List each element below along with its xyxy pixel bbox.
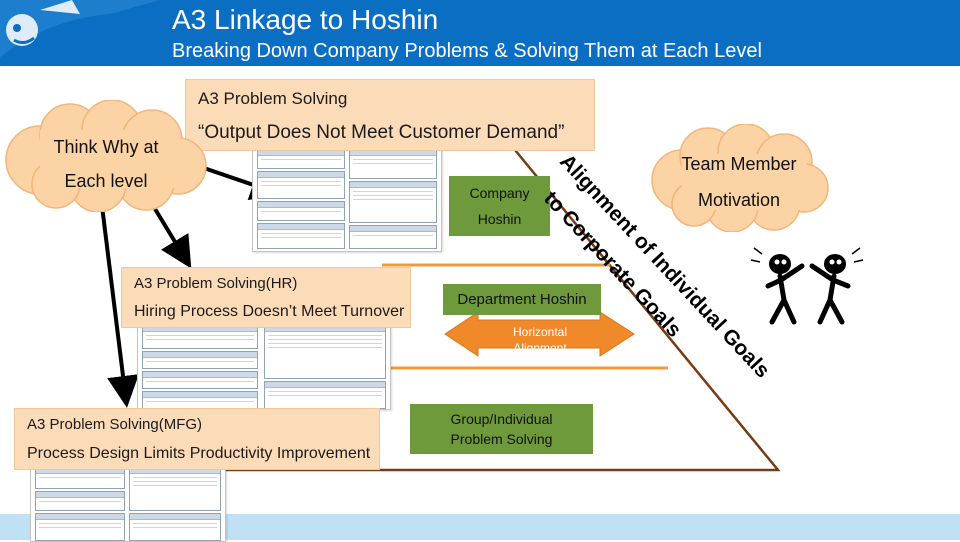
horizontal-alignment-label: Horizontal Alignment	[512, 325, 568, 355]
a3-callout-hr: A3 Problem Solving(HR) Hiring Process Do…	[121, 267, 411, 328]
a3-callout-mfg: A3 Problem Solving(MFG) Process Design L…	[14, 408, 380, 470]
department-hoshin-label: Department Hoshin	[457, 291, 587, 308]
a3-callout-label: A3 Problem Solving(MFG)	[27, 416, 203, 433]
company-hoshin-line2: Hoshin	[477, 211, 522, 227]
think-cloud-text: Think Why at Each level	[53, 137, 159, 191]
group-line1: Group/Individual	[450, 411, 553, 427]
department-hoshin-box: Department Hoshin	[443, 284, 601, 315]
a3-callout-problem: Process Design Limits Productivity Impro…	[27, 445, 371, 462]
a3-callout-label: A3 Problem Solving(HR)	[134, 275, 298, 292]
a3-document-hr	[137, 322, 391, 410]
arrow-to-a3-mfg	[100, 205, 139, 408]
arrow-to-a3-hr	[150, 202, 192, 269]
a3-callout-label: A3 Problem Solving	[198, 89, 348, 108]
group-individual-box: Group/Individual Problem Solving	[410, 404, 593, 454]
page-title: A3 Linkage to Hoshin	[172, 4, 439, 35]
triangle-outline	[160, 149, 781, 472]
a3-document-company	[252, 146, 442, 252]
a3-document-mfg	[30, 464, 226, 542]
team-cloud-text: Team Member Motivation	[681, 154, 797, 210]
high-five-figures-icon	[750, 247, 864, 325]
company-hoshin-line1: Company	[469, 185, 530, 201]
a3-callout-problem: Hiring Process Doesn’t Meet Turnover	[134, 303, 405, 320]
team-cloud	[651, 124, 829, 232]
header-bar: A3 Linkage to Hoshin Breaking Down Compa…	[0, 0, 960, 66]
a3-callout-company: A3 Problem Solving “Output Does Not Meet…	[185, 79, 595, 151]
company-hoshin-box: Company Hoshin	[449, 176, 550, 236]
group-line2: Problem Solving	[450, 431, 553, 447]
horizontal-alignment-arrow	[444, 311, 635, 357]
page-subtitle: Breaking Down Company Problems & Solving…	[172, 40, 762, 62]
think-cloud	[5, 100, 207, 212]
a3-callout-problem: “Output Does Not Meet Customer Demand”	[198, 122, 565, 143]
logo-icon	[0, 0, 160, 58]
